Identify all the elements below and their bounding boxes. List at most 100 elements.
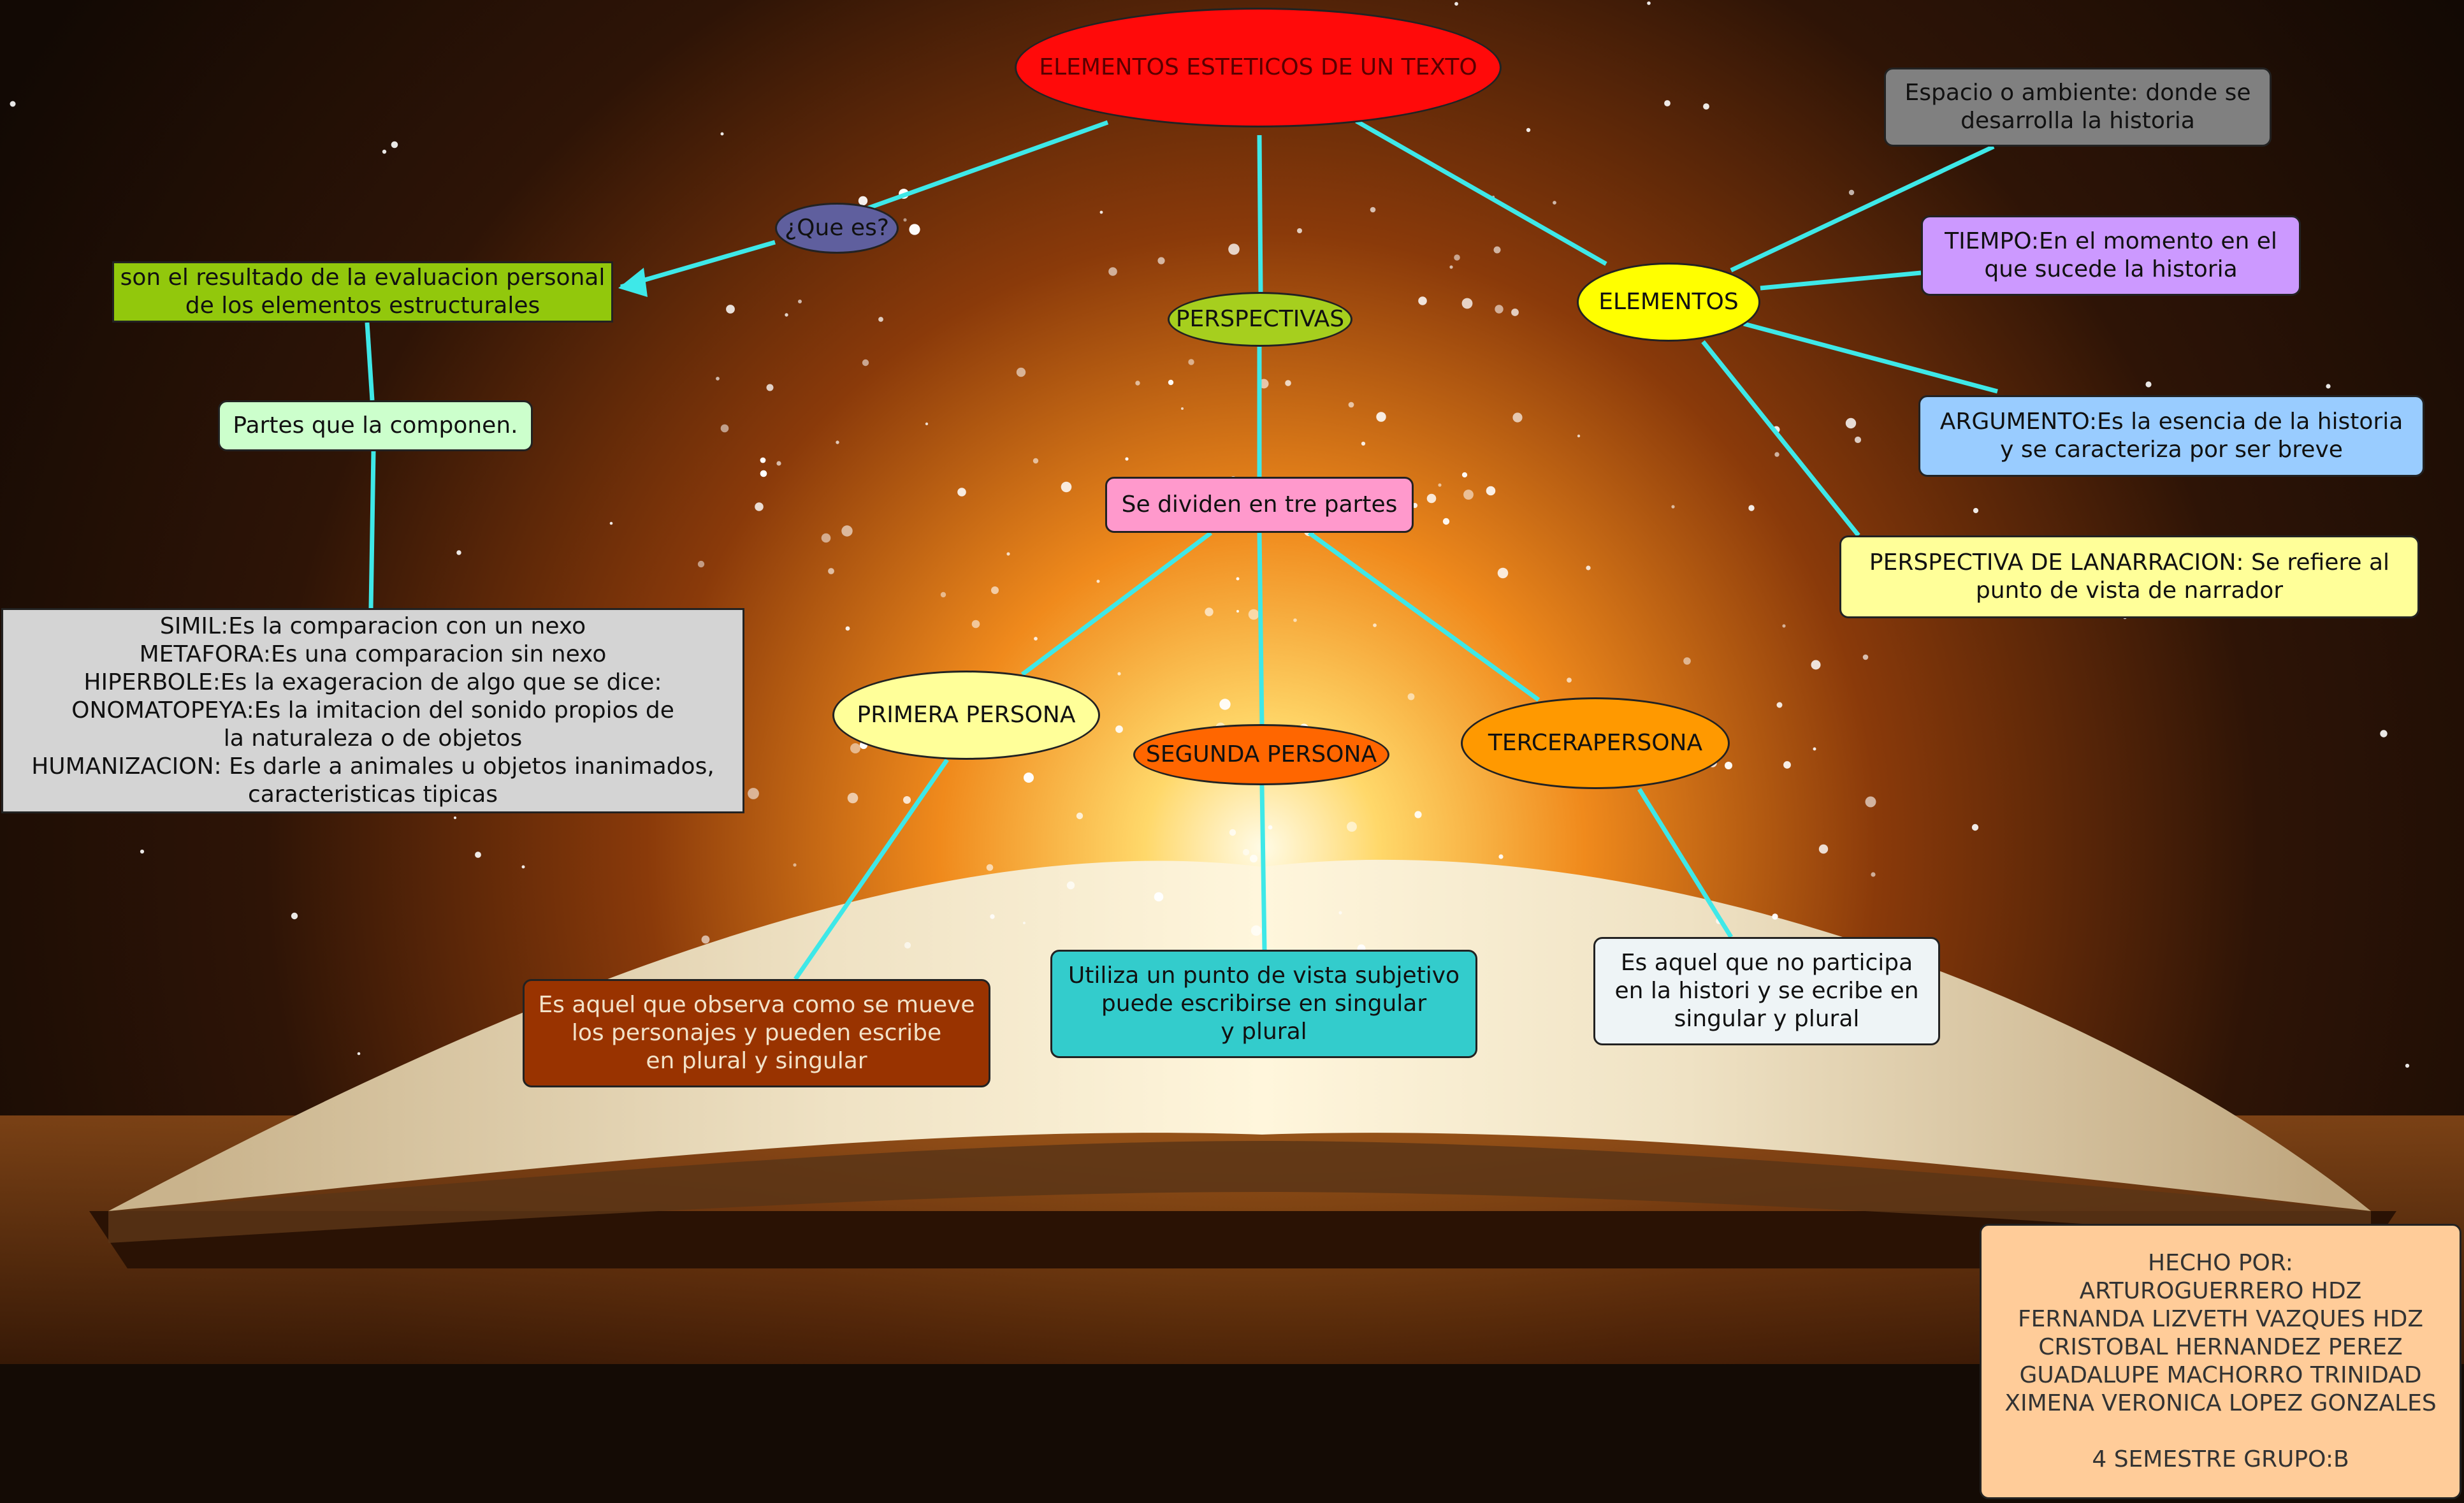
sparkle (1671, 505, 1675, 509)
star (1813, 747, 1816, 751)
perspectiva-narracion-node[interactable]: PERSPECTIVA DE LANARRACION: Se refiere a… (1839, 535, 2419, 618)
que-es-label: ¿Que es? (785, 215, 889, 241)
argumento-node[interactable]: ARGUMENTO:Es la esencia de la historia y… (1918, 395, 2424, 477)
link-definition-partes (365, 322, 375, 401)
sparkle (1242, 848, 1250, 856)
star (1783, 761, 1791, 769)
link-tercera-desc (1637, 788, 1733, 938)
link-partes-figuras (368, 451, 376, 609)
sparkle (986, 864, 994, 871)
sparkle (971, 620, 980, 628)
link-elementos-argumento (1743, 321, 1998, 394)
star (521, 865, 525, 869)
figuras-node[interactable]: SIMIL:Es la comparacion con un nexo META… (1, 608, 744, 813)
sparkle (862, 359, 869, 367)
definition-label: son el resultado de la evaluacion person… (120, 265, 605, 319)
argumento-label: ARGUMENTO:Es la esencia de la historia y… (1939, 409, 2403, 463)
sparkle (1845, 418, 1857, 429)
sparkle (1285, 380, 1291, 386)
sparkle (909, 224, 920, 235)
sparkle (1024, 773, 1034, 783)
sparkle (1188, 359, 1194, 365)
title-node[interactable]: ELEMENTOS ESTETICOS DE UN TEXTO (1015, 8, 1502, 127)
primera-persona-desc-label: Es aquel que observa como se mueve los p… (538, 992, 975, 1074)
segunda-persona-desc-label: Utiliza un punto de vista subjetivo pued… (1068, 962, 1460, 1045)
sparkle (726, 305, 735, 314)
sparkle (1511, 309, 1519, 316)
primera-persona-desc-node[interactable]: Es aquel que observa como se mueve los p… (523, 979, 990, 1087)
perspectivas-node[interactable]: PERSPECTIVAS (1168, 292, 1352, 347)
sparkle (1818, 844, 1829, 854)
espacio-node[interactable]: Espacio o ambiente: donde se desarrolla … (1884, 68, 2272, 147)
star (1454, 2, 1458, 6)
figuras-label: SIMIL:Es la comparacion con un nexo META… (31, 613, 714, 808)
tiempo-node[interactable]: TIEMPO:En el momento en el que sucede la… (1921, 215, 2301, 296)
sparkle (1219, 699, 1231, 710)
sparkle (1125, 457, 1129, 461)
sparkle (1748, 505, 1755, 511)
segunda-persona-desc-node[interactable]: Utiliza un punto de vista subjetivo pued… (1050, 950, 1477, 1058)
segunda-persona-node[interactable]: SEGUNDA PERSONA (1133, 724, 1389, 785)
sparkle (1006, 552, 1010, 556)
star (2145, 381, 2152, 388)
sparkle (701, 935, 710, 944)
sparkle (1577, 434, 1581, 438)
sparkle (1486, 486, 1496, 496)
primera-persona-label: PRIMERA PERSONA (857, 702, 1076, 728)
sparkle (1361, 441, 1366, 446)
star (2380, 730, 2388, 737)
sparkle (1135, 381, 1140, 386)
partes-node[interactable]: Partes que la componen. (218, 400, 533, 451)
star (1971, 824, 1979, 831)
star (1973, 507, 1979, 514)
sparkle (1376, 412, 1386, 422)
sparkle (760, 470, 767, 477)
star (1526, 127, 1531, 133)
primera-persona-node[interactable]: PRIMERA PERSONA (832, 671, 1100, 760)
sparkle (850, 743, 860, 753)
sparkle (903, 218, 907, 222)
tercera-persona-node[interactable]: TERCERAPERSONA (1461, 697, 1730, 789)
sparkle (1168, 379, 1174, 386)
star (720, 132, 724, 136)
sparkle (760, 457, 766, 463)
link-elementos-tiempo (1760, 270, 1922, 291)
star (453, 816, 457, 820)
definition-node[interactable]: son el resultado de la evaluacion person… (112, 261, 613, 323)
star (475, 852, 481, 858)
credits-label: HECHO POR: ARTUROGUERRERO HDZ FERNANDA L… (2004, 1250, 2437, 1472)
sparkle (925, 422, 929, 426)
link-elementos-espacio (1730, 144, 1995, 273)
sparkle (1586, 565, 1591, 570)
que-es-node[interactable]: ¿Que es? (775, 203, 899, 254)
elementos-label: ELEMENTOS (1598, 289, 1739, 315)
credits-node[interactable]: HECHO POR: ARTUROGUERRERO HDZ FERNANDA L… (1980, 1224, 2461, 1499)
sparkle (1250, 925, 1262, 936)
sparkle (1854, 436, 1862, 444)
sparkle (1407, 693, 1415, 701)
star (845, 626, 850, 631)
sparkle (1567, 678, 1572, 683)
tercera-persona-desc-node[interactable]: Es aquel que no participa en la histori … (1593, 937, 1940, 1045)
link-que-es-definition (620, 240, 776, 289)
sparkle (1181, 407, 1184, 410)
sparkle (1099, 210, 1103, 214)
title-label: ELEMENTOS ESTETICOS DE UN TEXTO (1039, 54, 1477, 80)
espacio-label: Espacio o ambiente: donde se desarrolla … (1904, 80, 2251, 134)
elementos-node[interactable]: ELEMENTOS (1577, 263, 1760, 342)
sparkle (1023, 922, 1025, 924)
link-primera-desc (794, 759, 949, 980)
se-dividen-label: Se dividen en tre partes (1121, 491, 1398, 518)
sparkle (878, 317, 883, 322)
star (1664, 100, 1670, 106)
sparkle (1154, 892, 1164, 902)
sparkle (1229, 829, 1236, 836)
se-dividen-node[interactable]: Se dividen en tre partes (1105, 477, 1414, 533)
sparkle (1454, 254, 1460, 261)
sparkle (1373, 623, 1377, 627)
sparkle (1862, 654, 1869, 660)
link-title-elementos (1355, 119, 1607, 266)
tercera-persona-label: TERCERAPERSONA (1488, 730, 1703, 756)
sparkle (1811, 660, 1821, 670)
sparkle (1236, 609, 1240, 613)
